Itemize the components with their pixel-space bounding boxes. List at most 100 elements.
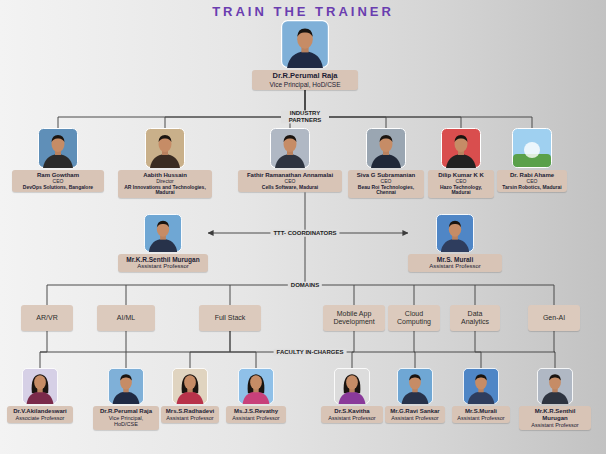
photo-hair [284, 135, 297, 142]
domain-box: Data Analytics [450, 305, 500, 331]
node-name: Mr.K.R.Senthil Murugan [522, 408, 588, 422]
photo-hair [120, 374, 132, 380]
portrait-photo [38, 128, 78, 168]
connector [414, 331, 415, 368]
name-plate: Mr.S.MuraliAssistant Professor [452, 406, 510, 423]
person-card: Aabith HussainDirectorAR Innovations and… [118, 128, 212, 198]
person-card: Dr.R.Perumal RajaVice Principal, HoD/CSE [93, 368, 159, 430]
node-name: Cloud Computing [391, 310, 437, 326]
domain-drop [354, 285, 355, 305]
portrait-photo [172, 368, 208, 404]
photo-body [149, 239, 178, 252]
photo-body [113, 391, 140, 404]
node-name: Data Analytics [453, 310, 497, 326]
person-card: Dr.V.AkilandeswariAssociate Professor [7, 368, 73, 423]
photo-body [446, 154, 476, 168]
name-plate: Fathir Ramanathan AnnamalaiCEOCells Soft… [238, 170, 342, 192]
domain-box: Mobile App Development [323, 305, 385, 331]
node-detail: Assistant Professor [164, 415, 216, 421]
photo-face [346, 375, 358, 389]
domain-label-box: Full Stack [199, 305, 261, 331]
node-name: AI/ML [100, 314, 152, 322]
name-plate: Mrs.S.RadhadeviAssistant Professor [161, 406, 219, 423]
domain-label-box: Mobile App Development [323, 305, 385, 331]
photo-face [455, 136, 468, 152]
node-detail: Hazo Technology, Madurai [431, 185, 491, 197]
photo-face [549, 375, 561, 389]
connector [230, 331, 256, 368]
person-card: Mr.S. MuraliAssistant Professor [408, 214, 502, 272]
node-name: AR/VR [24, 314, 70, 322]
node-name: Mr.K.R.Senthil Murugan [121, 256, 205, 263]
connector [58, 90, 305, 128]
photo-ground [442, 129, 481, 168]
node-detail: Tarsin Robotics, Madurai [500, 185, 564, 191]
photo-hair [297, 28, 313, 36]
node-detail: Associate Professor [10, 415, 70, 421]
person-card: Mr.K.R.Senthil MuruganAssistant Professo… [519, 368, 591, 430]
photo-ground [537, 368, 572, 403]
photo-ground [397, 368, 432, 403]
node-name: Siva G Subramanian [351, 172, 421, 179]
photo-ground [513, 129, 552, 168]
node-name: Mobile App Development [326, 310, 382, 326]
photo-face [449, 222, 461, 237]
portrait-photo [366, 128, 406, 168]
photo-ground [334, 368, 369, 403]
node-name: Mr.G.Ravi Sankar [388, 408, 442, 415]
domain-drop [475, 285, 476, 305]
photo-body [177, 391, 204, 404]
name-plate: Dr. Rabi AhameCEOTarsin Robotics, Madura… [497, 170, 567, 192]
photo-ground [39, 129, 78, 168]
node-name: Dilip Kumar K K [431, 172, 491, 179]
portrait-photo [397, 368, 433, 404]
photo-body [275, 154, 305, 168]
photo-hair [52, 135, 65, 142]
portrait-photo [270, 128, 310, 168]
photo-ground [463, 368, 498, 403]
photo-face [409, 375, 421, 389]
name-plate: Mr.G.Ravi SankarAssistant Professor [385, 406, 445, 423]
node-name: Dr.R.Perumal Raja [255, 72, 355, 81]
edge-label: TTT- COORDINATORS [270, 230, 339, 237]
node-detail: Vice Principal, HoD/CSE [96, 415, 156, 428]
photo-ground [238, 368, 273, 403]
portrait-photo [22, 368, 58, 404]
portrait-photo [108, 368, 144, 404]
node-name: Mr.S. Murali [411, 256, 499, 263]
person-card: Mr.G.Ravi SankarAssistant Professor [385, 368, 445, 423]
section-label: DOMAINS [288, 282, 322, 289]
domain-label-box: Cloud Computing [388, 305, 440, 331]
photo-body [371, 154, 401, 168]
photo-body [27, 391, 54, 404]
name-plate: Aabith HussainDirectorAR Innovations and… [118, 170, 212, 198]
node-detail: Assistant Professor [324, 415, 380, 421]
node-name: Ms.J.S.Revathy [229, 408, 283, 415]
photo-hair [380, 135, 393, 142]
section-label: INDUSTRY PARTNERS [281, 110, 329, 123]
node-name: Dr.V.Akilandeswari [10, 408, 70, 415]
domain-box: Full Stack [199, 305, 261, 331]
name-plate: Dr.R.Perumal RajaVice Principal, HoD/CSE [93, 406, 159, 430]
photo-ground [108, 368, 143, 403]
node-detail: Assistant Professor [522, 422, 588, 428]
photo-face [120, 375, 132, 389]
node-name: Gen-AI [531, 314, 577, 322]
portrait-photo [281, 20, 329, 68]
person-card: Dr.R.Perumal RajaVice Principal, HoD/CSE [252, 20, 358, 90]
person-card: Siva G SubramanianCEOBeau Roi Technologi… [348, 128, 424, 198]
domain-drop [47, 285, 48, 305]
domain-drop [230, 285, 231, 305]
photo-hair [32, 374, 49, 393]
portrait-photo [537, 368, 573, 404]
photo-ground [367, 129, 406, 168]
domain-drop [554, 285, 555, 305]
domain-box: AR/VR [21, 305, 73, 331]
node-name: Aabith Hussain [121, 172, 209, 179]
node-detail: Assistant Professor [121, 263, 205, 270]
person-card: Dr.S.KavithaAssistant Professor [321, 368, 383, 423]
node-detail: Beau Roi Technologies, Chennai [351, 185, 421, 197]
portrait-photo [238, 368, 274, 404]
